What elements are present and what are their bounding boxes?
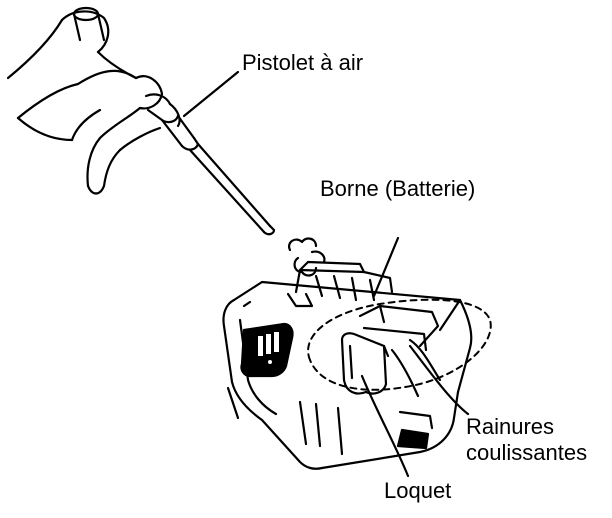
- air-puff-drawing: [288, 237, 326, 277]
- slide-groove-highlight: [307, 298, 492, 391]
- terminal-label: Borne (Batterie): [320, 176, 476, 201]
- slide-grooves-label-line2: coulissantes: [466, 440, 588, 465]
- hand-drawing: [6, 10, 164, 195]
- leader-line-terminal: [372, 236, 400, 298]
- slide-grooves-label-line1: Rainures: [466, 414, 555, 439]
- leader-line-slide-grooves: [408, 344, 470, 416]
- latch-label: Loquet: [384, 478, 452, 503]
- leader-line-latch: [360, 374, 410, 478]
- air-gun-label: Pistolet à air: [242, 50, 364, 75]
- leader-line-air-gun: [182, 70, 240, 118]
- air-gun-drawing: [72, 6, 276, 236]
- battery-drawing: [222, 260, 473, 470]
